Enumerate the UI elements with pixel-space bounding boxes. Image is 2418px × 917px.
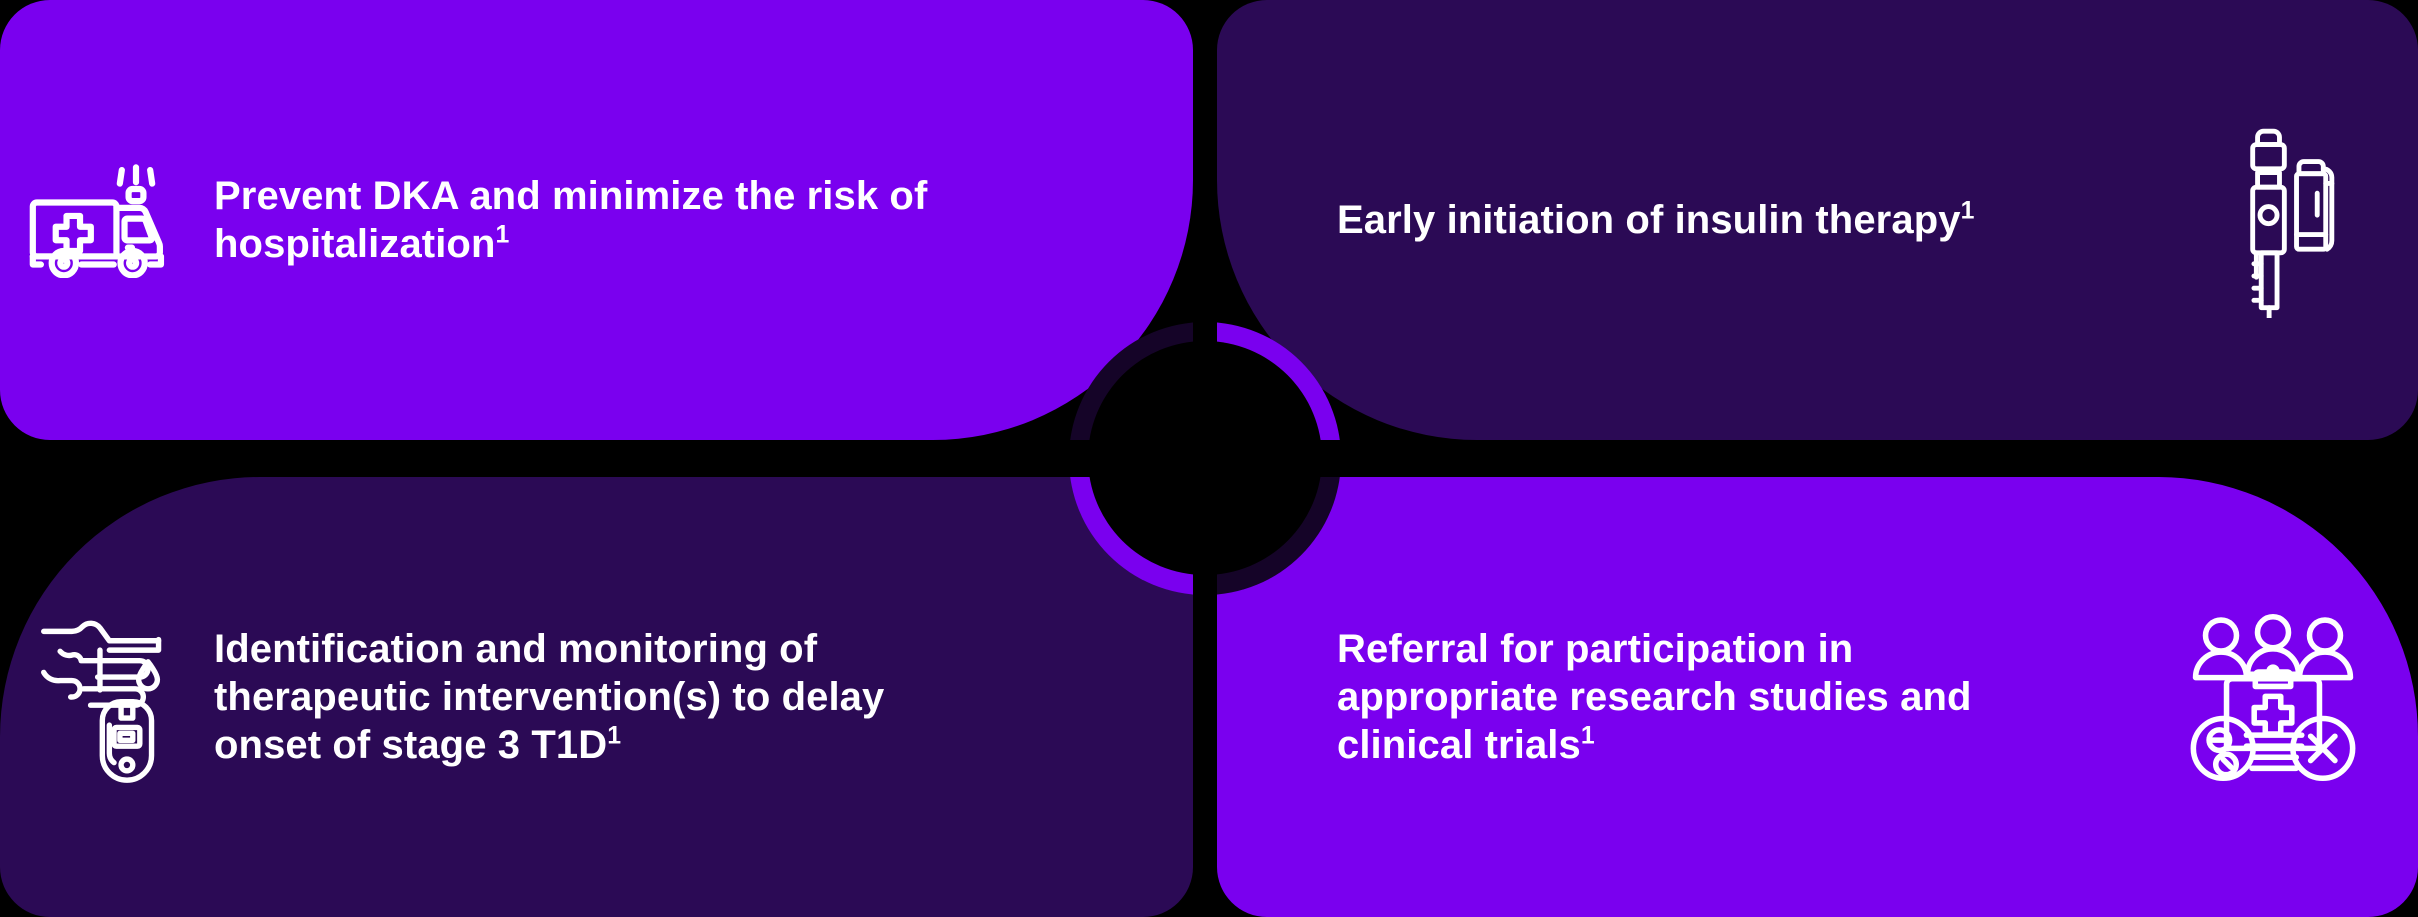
quadrant-prevent-dka[interactable]: Prevent DKA and minimize the risk of hos… <box>0 0 1193 440</box>
quadrant-referral-research[interactable]: Referral for participation in appropriat… <box>1217 477 2418 917</box>
clinical-trial-group-icon <box>2183 609 2363 786</box>
footnote-marker: 1 <box>1580 722 1595 750</box>
ambulance-icon <box>22 162 192 278</box>
quadrant-content-referral-research: Referral for participation in appropriat… <box>1217 477 2418 917</box>
footnote-marker: 1 <box>607 722 622 750</box>
quadrant-identification-monitoring[interactable]: Identification and monitoring of therape… <box>0 477 1193 917</box>
quadrant-content-early-insulin: Early initiation of insulin therapy1 <box>1217 0 2418 440</box>
headline-early-insulin: Early initiation of insulin therapy1 <box>1337 196 1974 244</box>
center-circle <box>1088 341 1322 575</box>
quadrant-background-referral-research <box>1217 477 2418 917</box>
quadrant-content-identification-monitoring: Identification and monitoring of therape… <box>0 477 1193 917</box>
quadrant-background-early-insulin <box>1217 0 2418 440</box>
quadrant-background-prevent-dka <box>0 0 1193 440</box>
footnote-marker: 1 <box>495 221 510 249</box>
headline-text: Early initiation of insulin therapy <box>1337 198 1961 242</box>
quadrant-content-prevent-dka: Prevent DKA and minimize the risk of hos… <box>0 0 1193 440</box>
footnote-marker: 1 <box>1960 197 1975 225</box>
glucose-meter-fingerstick-icon <box>22 603 192 791</box>
headline-text: Identification and monitoring of therape… <box>214 627 885 767</box>
headline-text: Referral for participation in appropriat… <box>1337 627 1972 767</box>
headline-identification-monitoring: Identification and monitoring of therape… <box>214 625 934 769</box>
quadrant-early-insulin[interactable]: Early initiation of insulin therapy1 <box>1217 0 2418 440</box>
headline-referral-research: Referral for participation in appropriat… <box>1337 625 1977 769</box>
insulin-pen-syringe-icon <box>2213 122 2363 318</box>
headline-prevent-dka: Prevent DKA and minimize the risk of hos… <box>214 172 934 268</box>
quadrant-background-identification-monitoring <box>0 477 1193 917</box>
headline-text: Prevent DKA and minimize the risk of hos… <box>214 174 928 266</box>
